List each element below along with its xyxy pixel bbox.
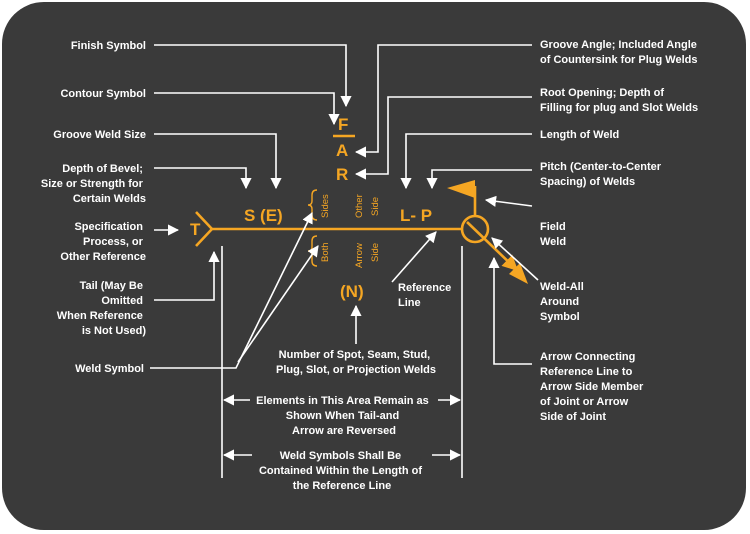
label-groove-weld-size: Groove Weld Size bbox=[53, 129, 146, 141]
label-depth-of-bevel: Depth of Bevel; Size or Strength for Cer… bbox=[41, 163, 146, 205]
label-length-of-weld: Length of Weld bbox=[540, 129, 619, 141]
label-finish-symbol: Finish Symbol bbox=[71, 40, 146, 52]
label-weld-symbol: Weld Symbol bbox=[75, 363, 144, 375]
root-symbol-r: R bbox=[336, 165, 348, 184]
arrowhead-icon bbox=[509, 263, 528, 284]
label-reference-line: Reference Line bbox=[398, 282, 454, 309]
label-tail: Tail (May Be Omitted When Reference is N… bbox=[57, 280, 147, 337]
label-field-weld: Field Weld bbox=[540, 221, 569, 248]
label-number-of-spot: Number of Spot, Seam, Stud, Plug, Slot, … bbox=[276, 349, 436, 376]
weld-symbol-graphic bbox=[195, 134, 528, 284]
label-other-vertical: Other bbox=[354, 194, 365, 218]
label-side-top-vertical: Side bbox=[370, 197, 381, 216]
label-side-bottom-vertical: Side bbox=[370, 243, 381, 262]
label-arrow-vertical: Arrow bbox=[354, 243, 365, 268]
tail-upper-stroke bbox=[195, 211, 213, 230]
label-pitch: Pitch (Center-to-Center Spacing) of Weld… bbox=[540, 161, 664, 188]
label-contained-within: Weld Symbols Shall Be Contained Within t… bbox=[259, 450, 425, 492]
angle-symbol-a: A bbox=[336, 141, 348, 160]
leader-lines bbox=[150, 44, 539, 478]
label-specification: Specification Process, or Other Referenc… bbox=[60, 221, 146, 263]
number-symbol-n: (N) bbox=[340, 282, 364, 301]
label-sides-vertical: Sides bbox=[320, 194, 331, 218]
label-root-opening: Root Opening; Depth of Filling for plug … bbox=[540, 87, 698, 114]
field-weld-flag-icon bbox=[447, 180, 475, 198]
label-arrow-connecting: Arrow Connecting Reference Line to Arrow… bbox=[540, 351, 646, 423]
size-symbol-se: S (E) bbox=[244, 206, 283, 225]
label-both-vertical: Both bbox=[320, 242, 331, 262]
label-groove-angle: Groove Angle; Included Angle of Counters… bbox=[540, 39, 700, 66]
tail-symbol-t: T bbox=[190, 220, 201, 239]
label-elements-remain: Elements in This Area Remain as Shown Wh… bbox=[256, 395, 432, 437]
length-pitch-symbol: L- P bbox=[400, 206, 432, 225]
label-weld-all-around: Weld-All Around Symbol bbox=[540, 281, 587, 323]
label-contour-symbol: Contour Symbol bbox=[60, 88, 146, 100]
tail-lower-stroke bbox=[195, 228, 213, 247]
finish-symbol-f: F bbox=[338, 115, 348, 134]
